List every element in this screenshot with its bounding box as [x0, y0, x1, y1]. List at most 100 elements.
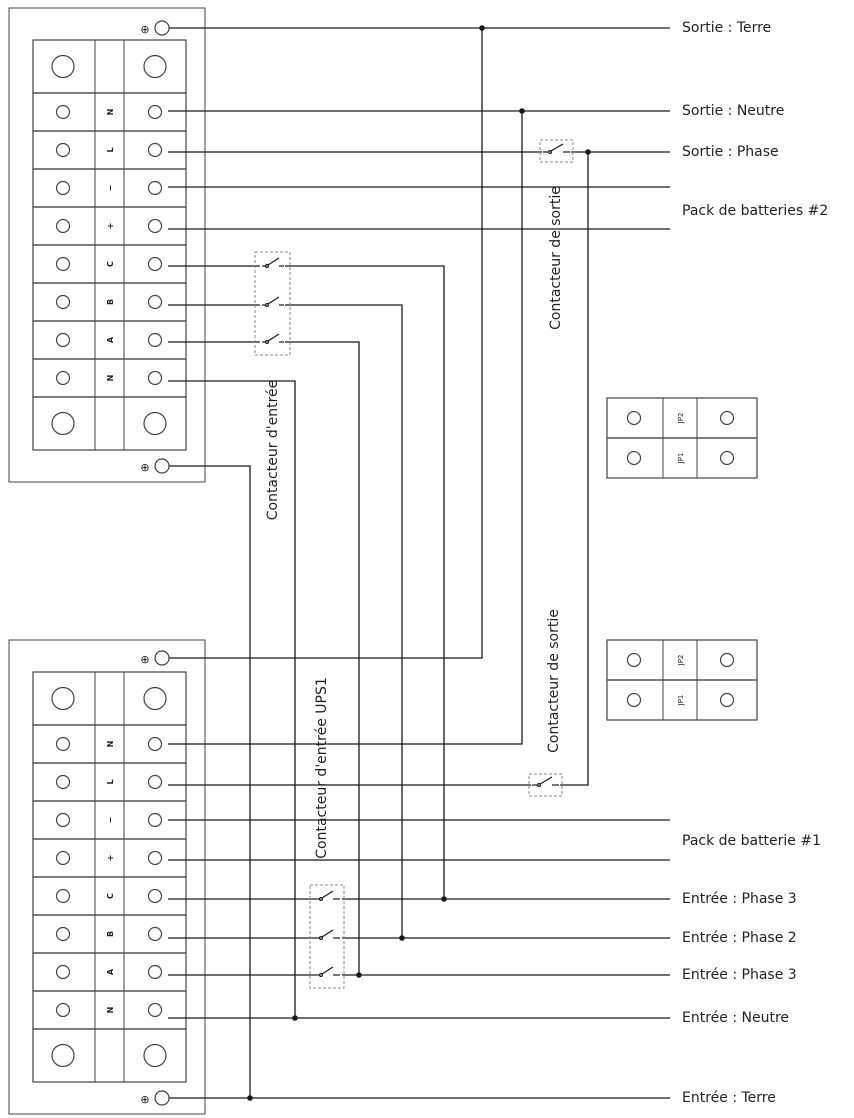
screw-icon: [55, 180, 71, 196]
screw-icon: [55, 926, 71, 942]
screw-icon: [626, 450, 642, 466]
label-output-phase: Sortie : Phase: [682, 144, 779, 160]
terminal-label: N: [106, 375, 115, 382]
wire-ups1-neutral-out: [168, 111, 523, 745]
screw-icon: [55, 812, 71, 828]
screw-icon: [719, 450, 735, 466]
screw-icon: [147, 180, 163, 196]
label-input-contactor-upper: Contacteur d'entrée: [265, 380, 281, 521]
screw-icon: [55, 256, 71, 272]
switch-icon: [532, 776, 559, 787]
ups2-terminal-panel: [8, 7, 206, 483]
terminal-label: −: [106, 817, 115, 824]
large-screw-icon: [143, 686, 167, 711]
jumper-label: JP1: [677, 453, 685, 465]
label-input-phase-a: Entrée : Phase 3: [682, 967, 797, 983]
large-screw-icon: [51, 686, 75, 711]
ups1-top-ground-terminal: ⊕: [140, 650, 170, 666]
terminal-label: B: [106, 931, 115, 937]
label-battery-pack-1: Pack de batterie #1: [682, 833, 821, 849]
label-input-contactor-lower: Contacteur d'entrée UPS1: [314, 677, 330, 858]
ups2-bottom-ground-terminal: ⊕: [140, 458, 170, 474]
screw-icon: [55, 888, 71, 904]
ups1-bottom-ground-terminal: ⊕: [140, 1090, 170, 1106]
terminal-label: N: [106, 1007, 115, 1014]
screw-icon: [147, 332, 163, 348]
screw-icon: [719, 410, 735, 426]
terminal-label: +: [106, 223, 115, 230]
terminal-label: B: [106, 299, 115, 305]
label-output-neutral: Sortie : Neutre: [682, 103, 784, 119]
screw-icon: [147, 736, 163, 752]
terminal-frame: N L − + C B A N: [32, 39, 187, 451]
terminal-label: C: [106, 893, 115, 899]
terminal-label: +: [106, 855, 115, 862]
screw-icon: [147, 142, 163, 158]
terminal-label: C: [106, 261, 115, 267]
input-contactor-ups1: [309, 884, 345, 989]
ups2-top-ground-terminal: ⊕: [140, 20, 170, 36]
screw-icon: [55, 736, 71, 752]
screw-icon: [147, 964, 163, 980]
ground-symbol: ⊕: [140, 1093, 149, 1106]
screw-icon: [147, 218, 163, 234]
ups2-terminal-block: N L − + C B A N: [32, 39, 187, 451]
terminal-label: A: [106, 336, 115, 343]
screw-icon: [55, 850, 71, 866]
label-input-phase-c: Entrée : Phase 3: [682, 891, 797, 907]
screw-icon: [55, 332, 71, 348]
screw-icon: [55, 142, 71, 158]
terminal-label: N: [106, 109, 115, 116]
screw-icon: [55, 294, 71, 310]
jumper-label: JP1: [677, 695, 685, 707]
screw-icon: [147, 104, 163, 120]
large-screw-icon: [143, 1043, 167, 1068]
large-screw-icon: [143, 54, 167, 79]
junction-dots: [247, 25, 591, 1101]
ups1-terminal-panel: [8, 639, 206, 1115]
screw-icon: [147, 294, 163, 310]
jumper-label: JP2: [677, 413, 685, 425]
wire-ups2-phase-b-b: [285, 304, 403, 938]
screw-icon: [147, 926, 163, 942]
screw-icon: [626, 652, 642, 668]
ground-symbol: ⊕: [140, 653, 149, 666]
label-input-earth: Entrée : Terre: [682, 1090, 776, 1106]
label-battery-pack-2: Pack de batteries #2: [682, 203, 828, 219]
ground-symbol: ⊕: [140, 461, 149, 474]
label-output-contactor-lower: Contacteur de sortie: [546, 609, 562, 753]
large-screw-icon: [51, 411, 75, 436]
screw-icon: [147, 850, 163, 866]
screw-icon: [626, 410, 642, 426]
large-screw-icon: [143, 411, 167, 436]
label-input-phase-b: Entrée : Phase 2: [682, 930, 797, 946]
terminal-label: −: [106, 185, 115, 192]
screw-icon: [147, 370, 163, 386]
screw-icon: [147, 888, 163, 904]
label-input-neutral: Entrée : Neutre: [682, 1010, 789, 1026]
wire-ups1-earth-up: [169, 28, 483, 659]
screw-icon: [719, 692, 735, 708]
terminal-label: A: [106, 968, 115, 975]
wire-ups2-phase-a-b: [285, 341, 360, 975]
screw-icon: [55, 370, 71, 386]
output-contactor-ups1: [528, 773, 563, 797]
screw-icon: [55, 1002, 71, 1018]
label-output-earth: Sortie : Terre: [682, 20, 771, 36]
terminal-label: L: [106, 147, 115, 152]
screw-icon: [719, 652, 735, 668]
wire-ups2-neutral-in: [168, 380, 296, 1018]
screw-icon: [55, 964, 71, 980]
screw-icon: [626, 692, 642, 708]
jumper-label: JP2: [677, 655, 685, 667]
screw-icon: [147, 812, 163, 828]
large-screw-icon: [51, 1043, 75, 1068]
large-screw-icon: [51, 54, 75, 79]
label-output-contactor-upper: Contacteur de sortie: [548, 186, 564, 330]
wire-ups2-phase-c-b: [285, 265, 445, 899]
